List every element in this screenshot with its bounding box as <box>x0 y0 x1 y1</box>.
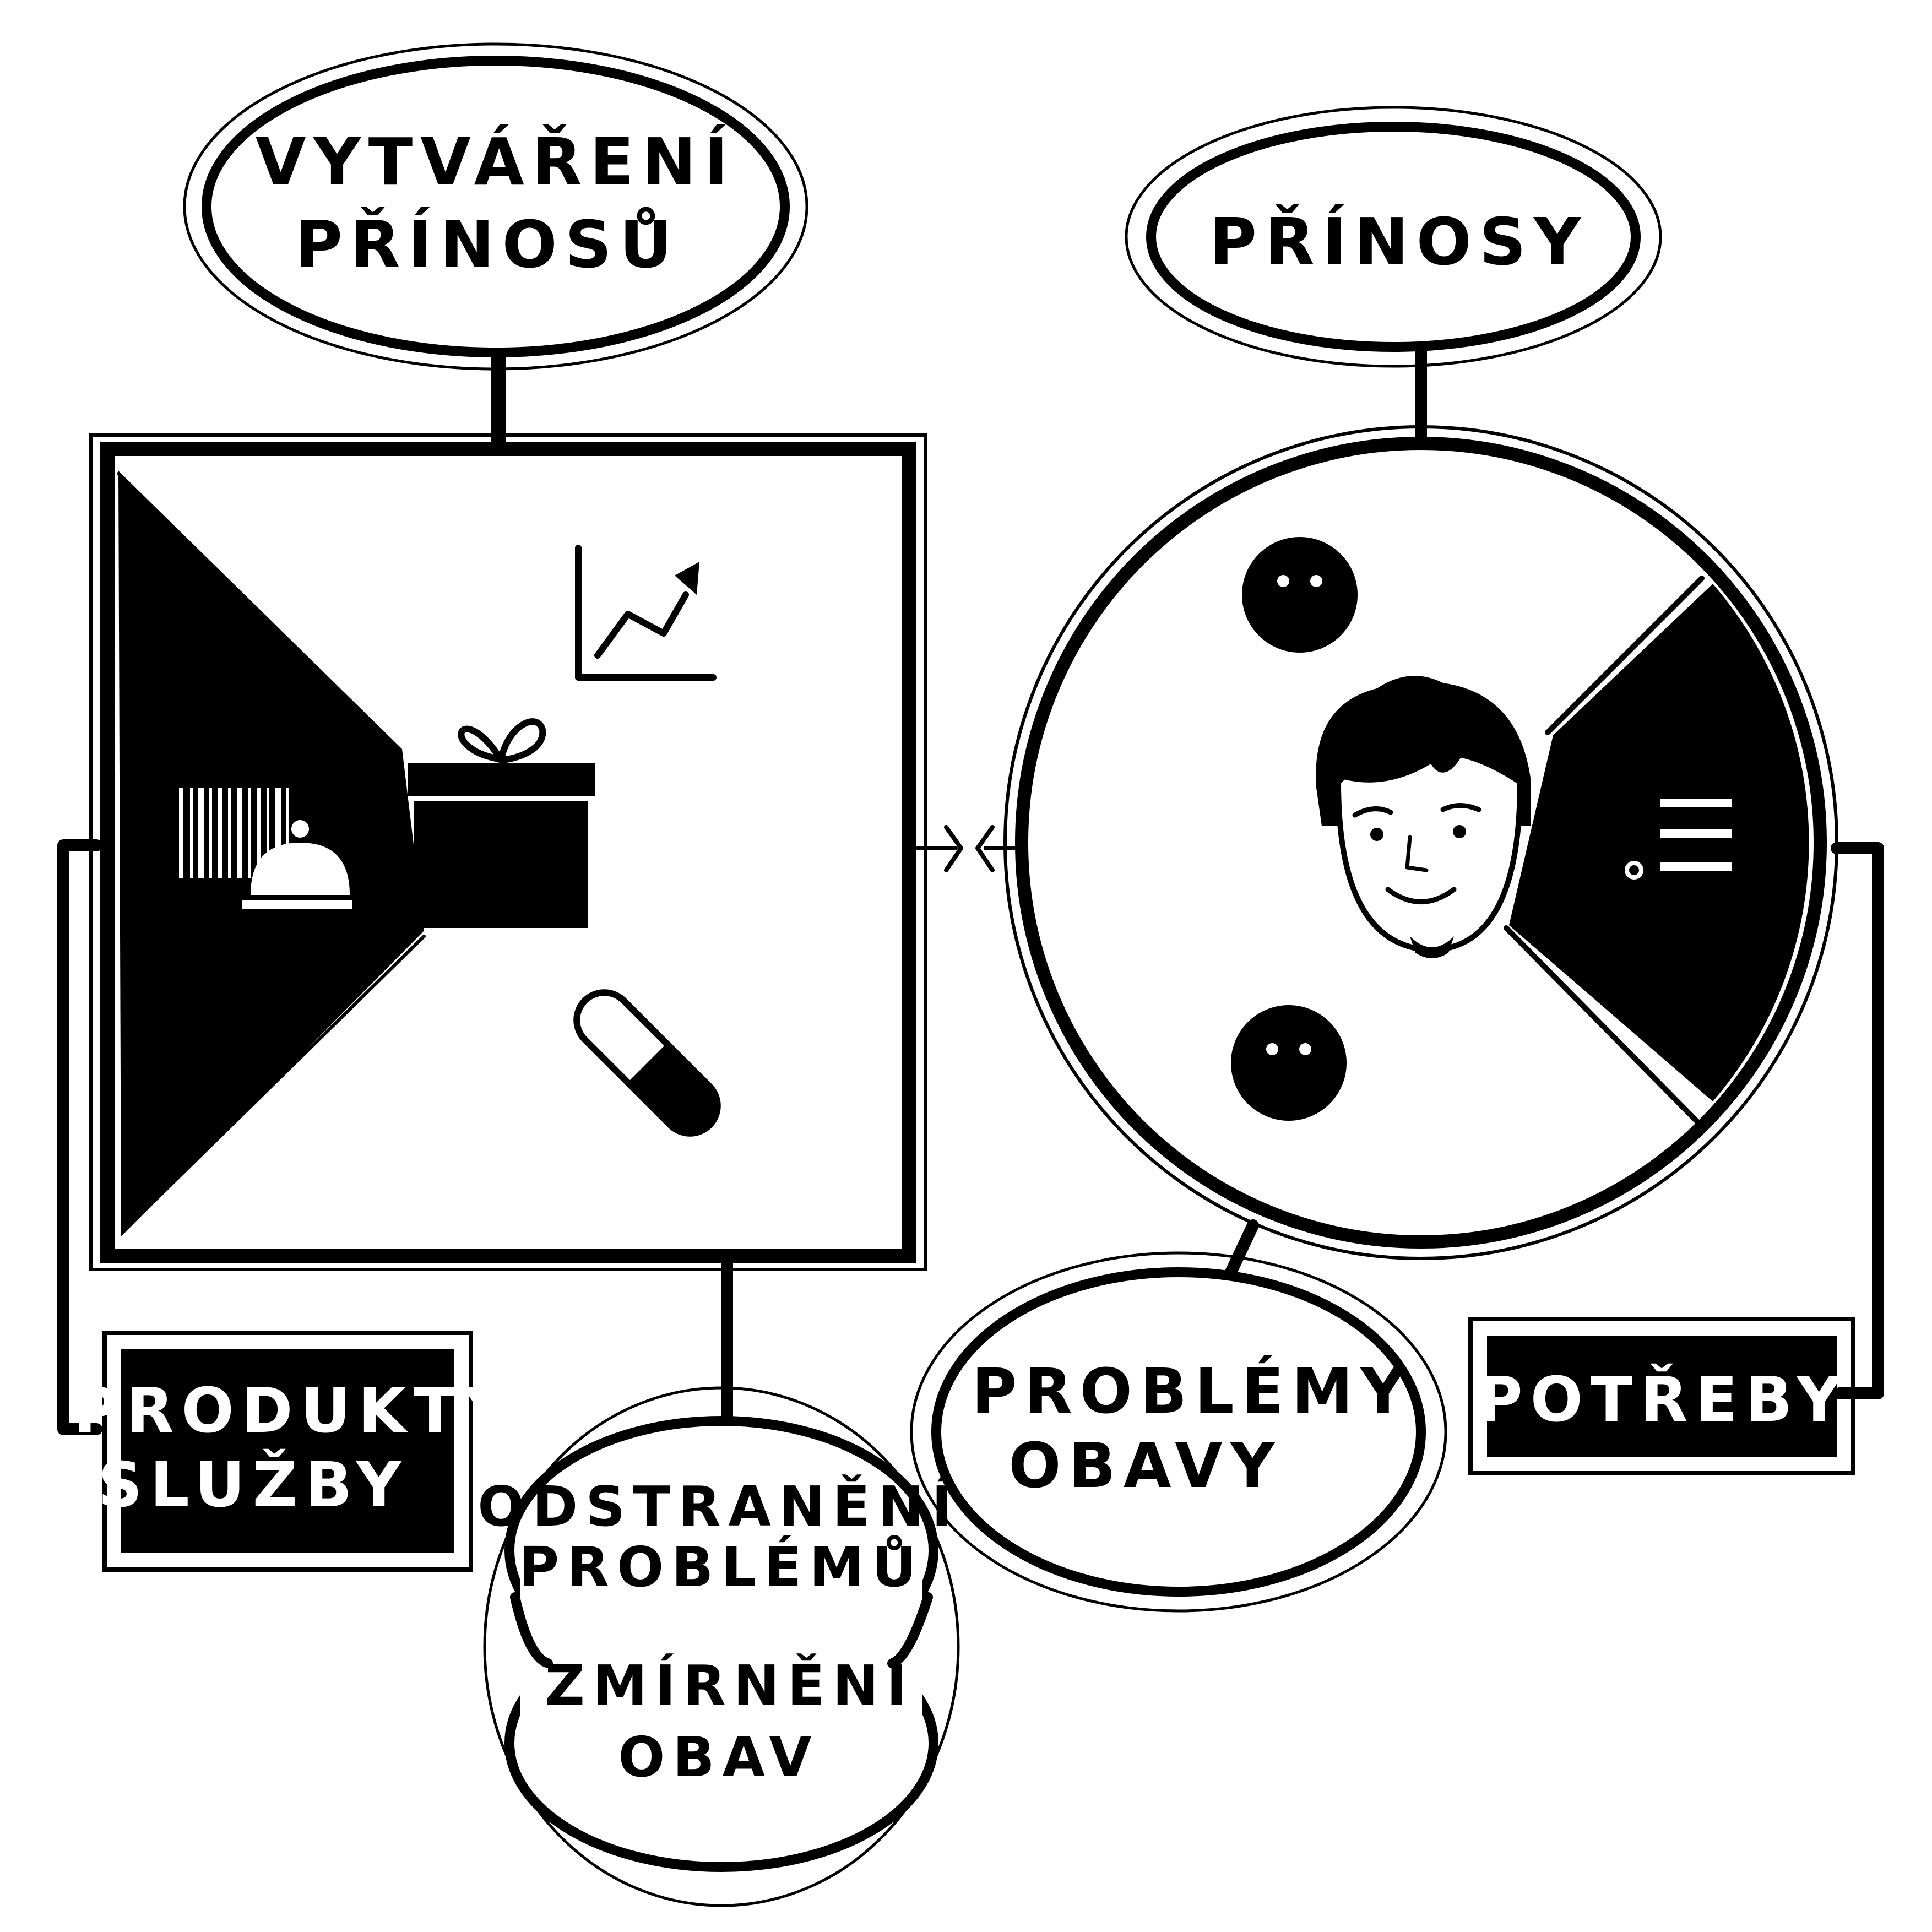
pains-line1: PROBLÉMY <box>972 1355 1413 1428</box>
value-creators-title-line1: VYTVÁŘENÍ <box>256 124 736 200</box>
customer-face-icon <box>1316 676 1531 958</box>
products-label: PRODUKTY <box>73 1375 516 1447</box>
needs-wedge <box>1509 584 1809 1101</box>
barcode-icon <box>179 788 289 878</box>
pain-relievers-line2: PROBLÉMŮ <box>519 1534 924 1599</box>
needs-label: POTŘEBY <box>1478 1363 1849 1436</box>
value-map-square <box>89 433 927 1271</box>
sad-face-icon <box>1231 1005 1347 1121</box>
pill-icon <box>573 989 721 1137</box>
products-services-box <box>102 1331 473 1572</box>
pain-relievers-line3: ZMÍRNĚNÍ <box>545 1653 914 1718</box>
pains-line2: OBAVY <box>1008 1430 1282 1502</box>
value-creators-bubble <box>183 42 808 371</box>
pain-relievers-line1: ODSTRANĚNÍ <box>477 1474 960 1539</box>
pain-relievers-bubble <box>483 1386 960 1907</box>
growth-chart-icon <box>575 545 717 681</box>
service-bell-icon <box>242 820 352 909</box>
pains-bubble <box>910 1251 1447 1613</box>
checklist-icon <box>1619 790 1732 880</box>
pain-relievers-line4: OBAV <box>618 1725 819 1789</box>
needs-box <box>1468 1317 1855 1475</box>
value-creators-title-line2: PŘÍNOSŮ <box>295 207 680 283</box>
gift-box-icon <box>408 718 595 928</box>
services-label: SLUŽBY <box>98 1448 409 1521</box>
smiley-face-icon <box>1242 537 1358 653</box>
gains-bubble <box>1125 106 1662 368</box>
gains-title: PŘÍNOSY <box>1209 204 1589 280</box>
